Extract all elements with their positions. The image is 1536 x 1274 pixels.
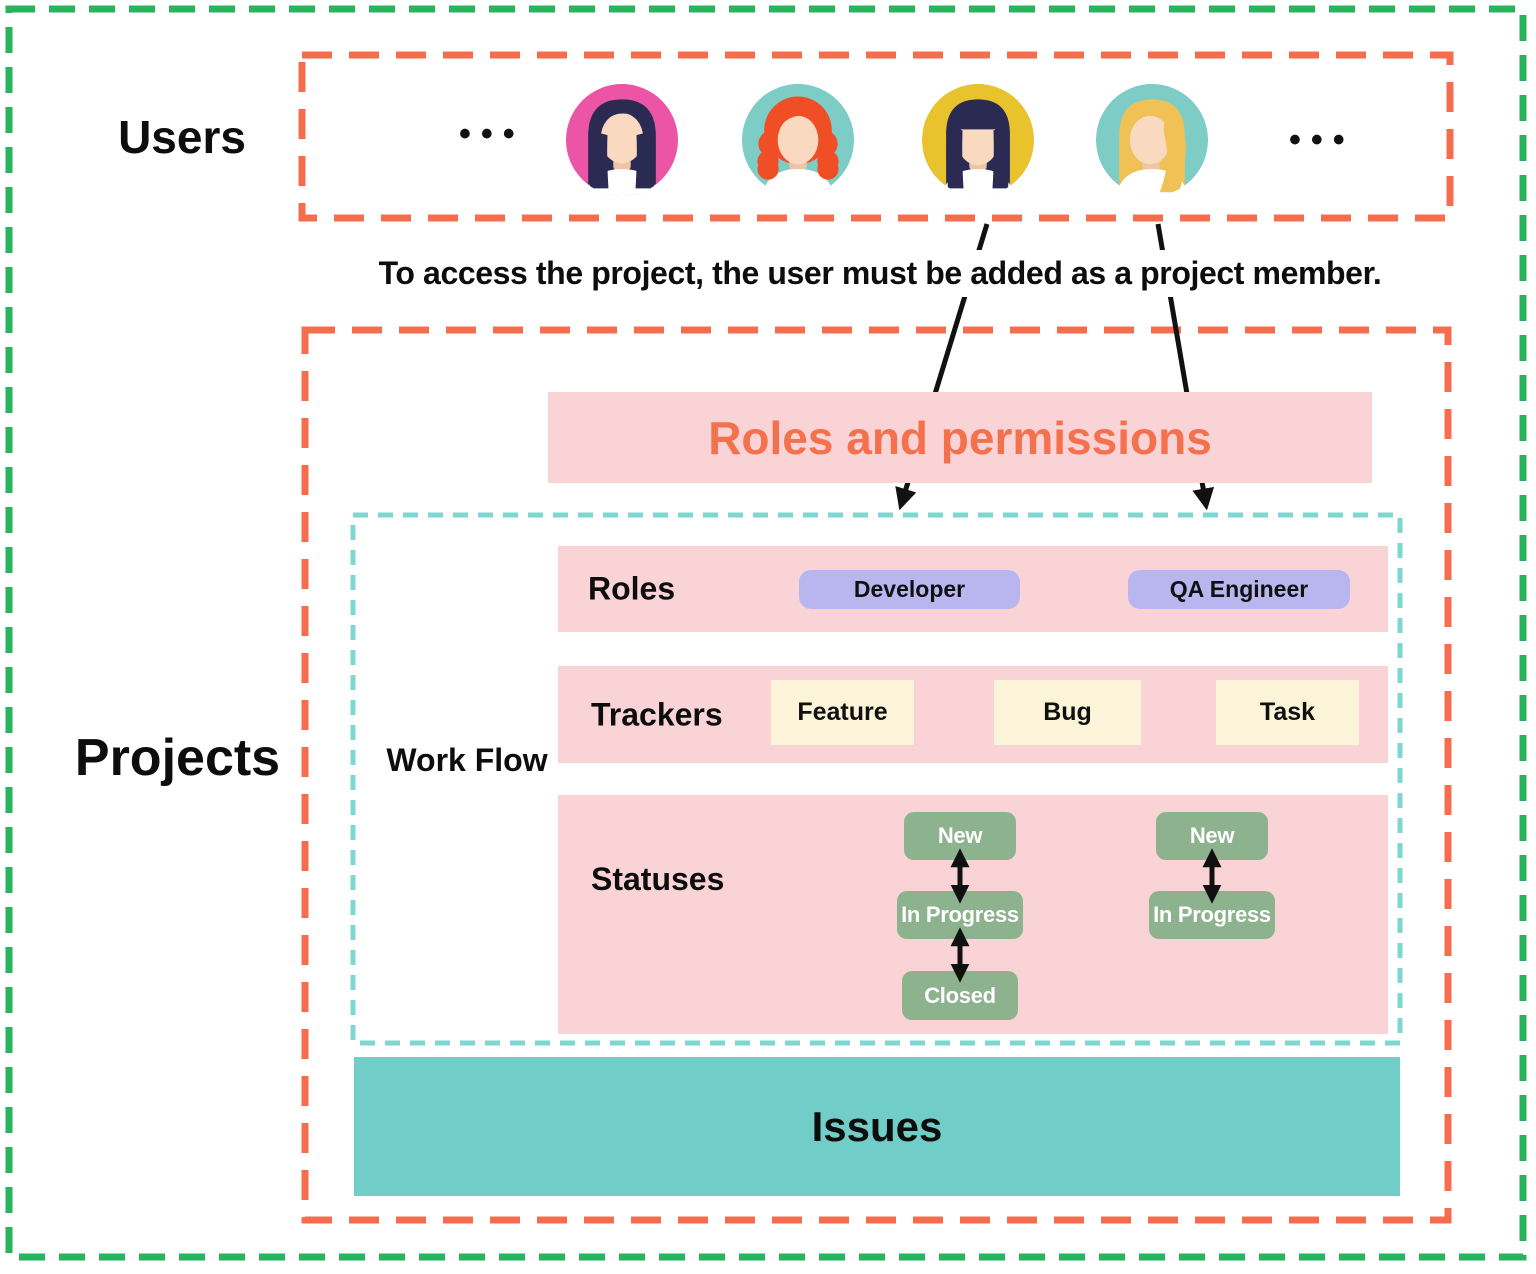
more-users-ellipsis-left: ••• xyxy=(459,115,525,153)
roles-and-permissions-label: Roles and permissions xyxy=(708,411,1212,464)
avatar-woman-blonde-hair-icon xyxy=(1095,83,1209,197)
roles-and-permissions-banner: Roles and permissions xyxy=(548,392,1372,483)
users-section-label: Users xyxy=(118,111,246,163)
issues-bar: Issues xyxy=(354,1057,1400,1196)
avatar-woman-dark-hair-icon xyxy=(565,83,679,197)
avatar-woman-bangs-icon xyxy=(921,83,1035,197)
status-chip-new: New xyxy=(1156,812,1268,860)
role-chip-qa-engineer: QA Engineer xyxy=(1128,570,1350,609)
status-chip-in-progress: In Progress xyxy=(897,891,1023,939)
membership-caption: To access the project, the user must be … xyxy=(368,250,1392,297)
status-chip-new: New xyxy=(904,812,1016,860)
avatar-woman-red-hair-icon xyxy=(741,83,855,197)
role-chip-developer: Developer xyxy=(799,570,1020,609)
trackers-row: Trackers Feature Bug Task xyxy=(558,666,1388,763)
tracker-chip-bug: Bug xyxy=(994,680,1141,745)
projects-section-label: Projects xyxy=(74,729,281,787)
statuses-row-label: Statuses xyxy=(591,861,725,897)
trackers-row-label: Trackers xyxy=(591,696,723,732)
status-chip-in-progress: In Progress xyxy=(1149,891,1275,939)
issues-label: Issues xyxy=(811,1102,943,1150)
statuses-row: Statuses New In Progress Closed New In P… xyxy=(558,795,1388,1034)
workflow-label: Work Flow xyxy=(386,742,548,778)
status-chip-closed: Closed xyxy=(902,971,1018,1020)
roles-row-label: Roles xyxy=(588,570,676,607)
tracker-chip-task: Task xyxy=(1216,680,1359,745)
tracker-chip-feature: Feature xyxy=(771,680,914,745)
more-users-ellipsis-right: ••• xyxy=(1289,121,1355,159)
roles-row: Roles Developer QA Engineer xyxy=(558,546,1388,632)
